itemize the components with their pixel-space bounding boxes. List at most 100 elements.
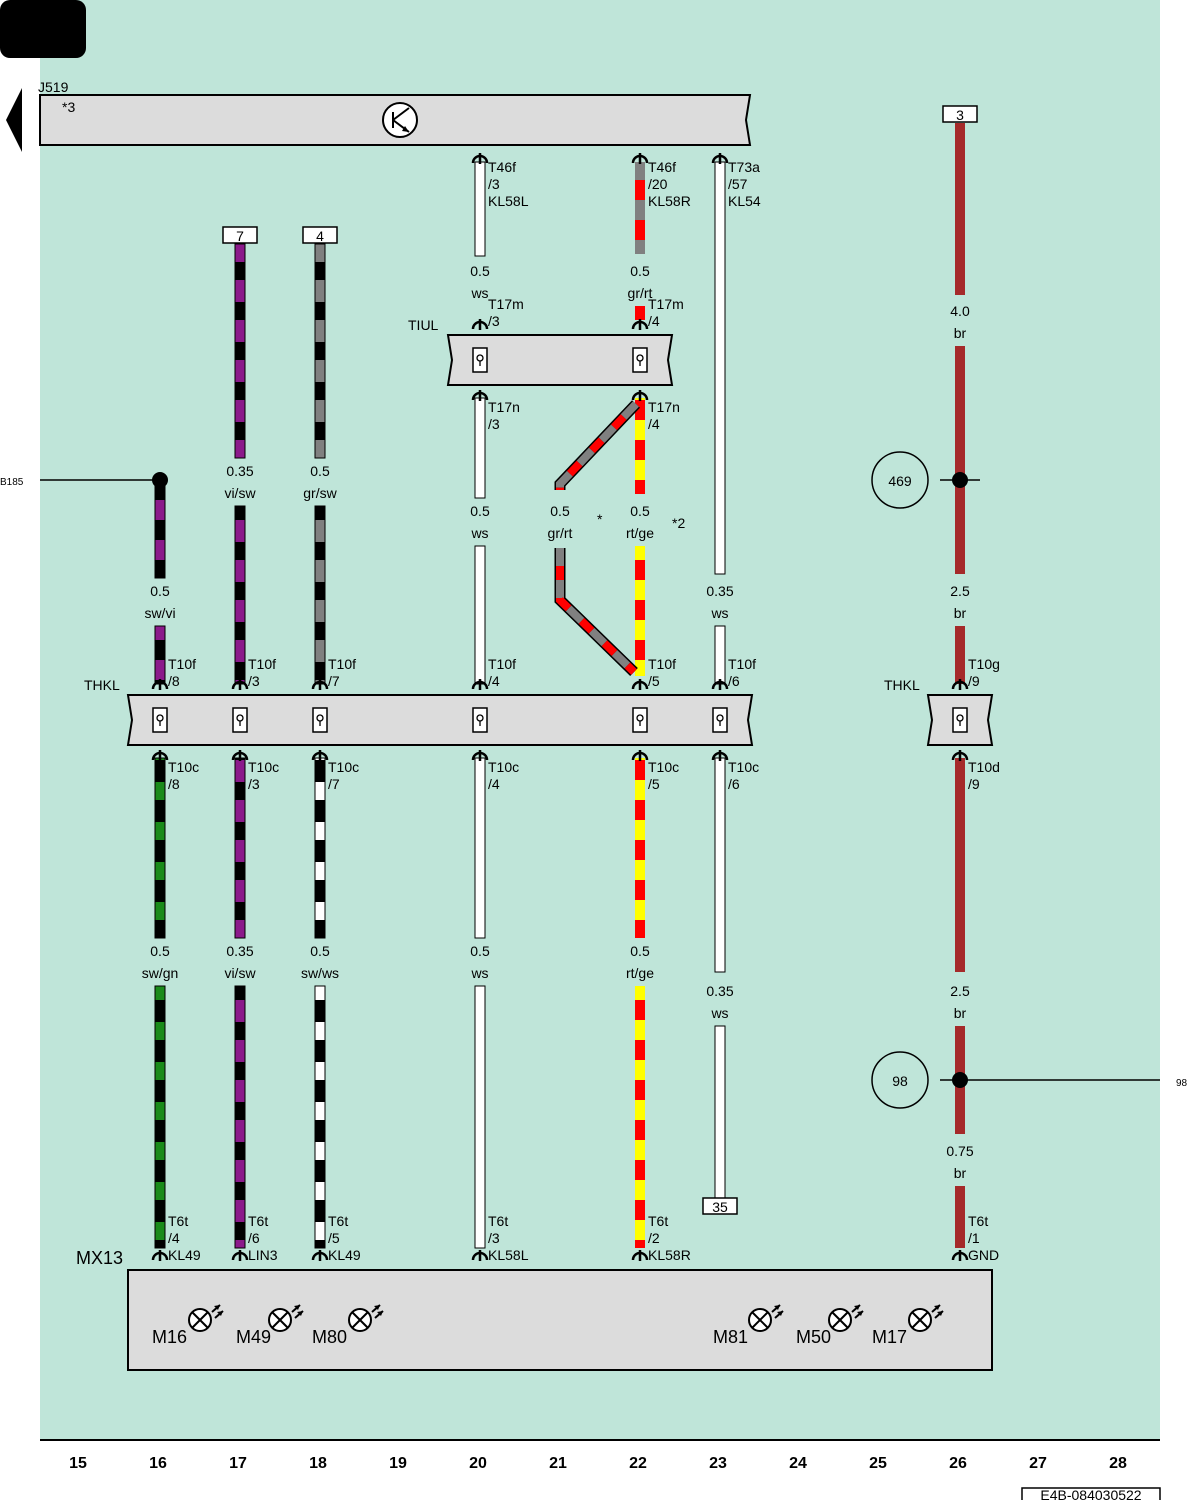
conn-t10f-4-l1: T10f bbox=[488, 656, 516, 672]
wire-label-color: br bbox=[954, 605, 967, 621]
wire-label-color: ws bbox=[470, 965, 488, 981]
ref-box-3[interactable] bbox=[942, 105, 978, 123]
control-unit-icon bbox=[382, 102, 418, 138]
conn-t10c-4-l2: /4 bbox=[488, 776, 500, 792]
terminal-thkl-3 bbox=[232, 707, 248, 733]
conn-t10f-3-l2: /3 bbox=[248, 673, 260, 689]
conn-t6t-4-l2: /4 bbox=[168, 1230, 180, 1246]
conn-t6t-3-l1: T6t bbox=[488, 1213, 508, 1229]
wire-label-size: 0.5 bbox=[470, 503, 490, 519]
conn-t73a-57-l2: /57 bbox=[728, 176, 748, 192]
terminal-tiul-4 bbox=[632, 347, 648, 373]
conn-t17n-4-l2: /4 bbox=[648, 416, 660, 432]
tiul-label: TIUL bbox=[408, 317, 439, 333]
lamp-label-m49: M49 bbox=[236, 1327, 271, 1347]
terminal-thkl-6 bbox=[712, 707, 728, 733]
ref-circle-469[interactable] bbox=[871, 451, 929, 509]
back-arrow-icon[interactable] bbox=[6, 88, 22, 152]
conn-t10f-6-l1: T10f bbox=[728, 656, 756, 672]
column-number: 23 bbox=[709, 1455, 727, 1472]
thkl-right-label: THKL bbox=[884, 677, 920, 693]
lamp-label-m81: M81 bbox=[713, 1327, 748, 1347]
wire-label-size: 0.5 bbox=[310, 463, 330, 479]
conn-t10c-6-l1: T10c bbox=[728, 759, 759, 775]
conn-t6t-2-l3: KL58R bbox=[648, 1247, 691, 1263]
wire-label-color: ws bbox=[470, 285, 488, 301]
wire-col22[interactable] bbox=[635, 162, 645, 1248]
lamp-label-m50: M50 bbox=[796, 1327, 831, 1347]
mx13-lamp-module bbox=[127, 1269, 993, 1371]
conn-t6t-3-l2: /3 bbox=[488, 1230, 500, 1246]
ref-box-7[interactable] bbox=[222, 226, 258, 244]
wire-label-size: 0.5 bbox=[310, 943, 330, 959]
wire-label-color: gr/rt bbox=[548, 525, 573, 541]
terminal-thkl-7 bbox=[312, 707, 328, 733]
wire-label-size: 0.5 bbox=[150, 943, 170, 959]
conn-t6t-6-l3: LIN3 bbox=[248, 1247, 278, 1263]
column-number: 24 bbox=[789, 1455, 807, 1472]
wire-label-color: ws bbox=[710, 605, 728, 621]
ref-box-35[interactable] bbox=[702, 1197, 738, 1215]
wire-label-color: rt/ge bbox=[626, 525, 654, 541]
wire-label-size: 0.5 bbox=[630, 503, 650, 519]
wire-col18[interactable] bbox=[314, 243, 326, 1249]
column-number: 15 bbox=[69, 1455, 87, 1472]
conn-t6t-2-l2: /2 bbox=[648, 1230, 660, 1246]
conn-t10d-9-l2: /9 bbox=[968, 776, 980, 792]
wire-label-color: ws bbox=[710, 1005, 728, 1021]
wire-label-size: 0.5 bbox=[470, 943, 490, 959]
conn-t6t-5-l3: KL49 bbox=[328, 1247, 361, 1263]
ref-circle-98[interactable] bbox=[871, 1051, 929, 1109]
conn-t6t-3-l3: KL58L bbox=[488, 1247, 529, 1263]
conn-t17n-4-l1: T17n bbox=[648, 399, 680, 415]
mx13-label: MX13 bbox=[76, 1248, 123, 1268]
conn-t6t-5-l2: /5 bbox=[328, 1230, 340, 1246]
wire-label-size: 2.5 bbox=[950, 983, 970, 999]
wire-label-size: 4.0 bbox=[950, 303, 970, 319]
wire-label-size: 0.35 bbox=[226, 943, 253, 959]
footer-code-box bbox=[1021, 1487, 1161, 1500]
wire-label-color: sw/gn bbox=[142, 965, 179, 981]
wire-label-size: 0.5 bbox=[630, 943, 650, 959]
conn-t17m-4-l2: /4 bbox=[648, 313, 660, 329]
note-star: * bbox=[597, 511, 603, 527]
conn-t10f-7-l2: /7 bbox=[328, 673, 340, 689]
terminal-thkl-4 bbox=[472, 707, 488, 733]
conn-t10f-7-l1: T10f bbox=[328, 656, 356, 672]
column-number: 22 bbox=[629, 1455, 647, 1472]
wire-label-size: 0.5 bbox=[550, 503, 570, 519]
conn-t6t-5-l1: T6t bbox=[328, 1213, 348, 1229]
column-number: 26 bbox=[949, 1455, 967, 1472]
ref-circle-469-text: 469 bbox=[888, 473, 912, 489]
terminal-thkl-8 bbox=[152, 707, 168, 733]
conn-t10f-8-l1: T10f bbox=[168, 656, 196, 672]
conn-t46f-3-l3: KL58L bbox=[488, 193, 529, 209]
column-number: 21 bbox=[549, 1455, 567, 1472]
conn-t10c-8-l2: /8 bbox=[168, 776, 180, 792]
ref-box-4[interactable] bbox=[302, 226, 338, 244]
wire-label-color: sw/vi bbox=[144, 605, 175, 621]
conn-t10c-7-l2: /7 bbox=[328, 776, 340, 792]
wire-label-size: 0.35 bbox=[706, 983, 733, 999]
conn-t6t-4-l1: T6t bbox=[168, 1213, 188, 1229]
conn-t17m-3-l2: /3 bbox=[488, 313, 500, 329]
j519-note: *3 bbox=[62, 99, 75, 115]
footer-code: E4B-084030522 bbox=[1040, 1487, 1141, 1500]
ref-box-4-text: 4 bbox=[316, 228, 324, 244]
conn-t6t-2-l1: T6t bbox=[648, 1213, 668, 1229]
wire-bypass-col21[interactable] bbox=[554, 400, 640, 676]
column-number: 17 bbox=[229, 1455, 247, 1472]
splice-b185 bbox=[152, 472, 168, 488]
conn-t46f-20-l2: /20 bbox=[648, 176, 668, 192]
conn-t73a-57-l3: KL54 bbox=[728, 193, 761, 209]
conn-t10g-9-l1: T10g bbox=[968, 656, 1000, 672]
wire-label-size: 0.5 bbox=[630, 263, 650, 279]
conn-t10g-9-l2: /9 bbox=[968, 673, 980, 689]
wire-label-color: br bbox=[954, 1165, 967, 1181]
lamp-label-m17: M17 bbox=[872, 1327, 907, 1347]
wire-label-color: rt/ge bbox=[626, 965, 654, 981]
column-number: 16 bbox=[149, 1455, 167, 1472]
conn-t6t-6-l1: T6t bbox=[248, 1213, 268, 1229]
wire-label-color: br bbox=[954, 325, 967, 341]
conn-t10f-3-l1: T10f bbox=[248, 656, 276, 672]
